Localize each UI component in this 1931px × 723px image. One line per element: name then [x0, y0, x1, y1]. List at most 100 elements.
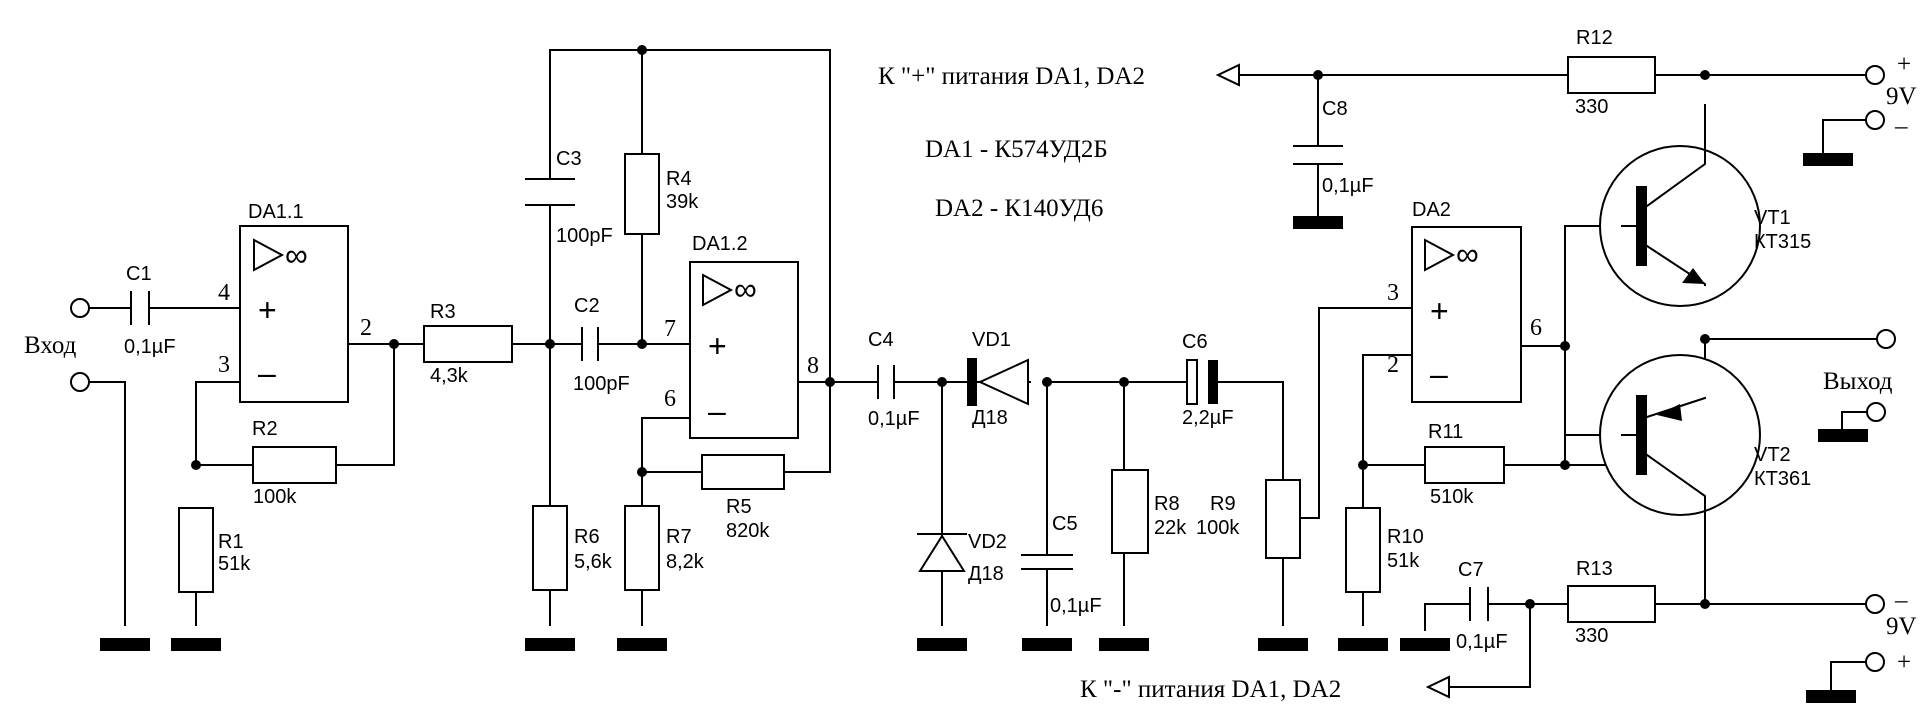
da2-type-note: DA2 - К140УД6: [935, 195, 1103, 222]
r8-ref: R8: [1154, 493, 1180, 515]
c7-ref: C7: [1458, 559, 1484, 581]
c3-value: 100pF: [556, 225, 613, 247]
junction-dot: [937, 377, 947, 387]
opamp-da2-inf-icon: ∞: [1456, 236, 1479, 272]
supply-top-minus-sign: –: [1894, 113, 1908, 140]
capacitor-c6-plate-negative: [1208, 360, 1218, 404]
r9-value: 100k: [1196, 517, 1240, 539]
resistor-r1: [178, 507, 214, 593]
junction-dot: [637, 45, 647, 55]
r8-value: 22k: [1154, 517, 1187, 539]
ground-bar: [1818, 429, 1868, 442]
junction-dot: [637, 467, 647, 477]
capacitor-c8: [1293, 145, 1343, 165]
resistor-r2: [252, 446, 337, 484]
ground-bar: [617, 638, 667, 651]
output-ground-terminal[interactable]: [1866, 402, 1886, 422]
c2-value: 100pF: [573, 373, 630, 395]
opamp-da1-1-pin-out: 2: [360, 315, 372, 341]
junction-dot: [1042, 377, 1052, 387]
ground-bar: [1099, 638, 1149, 651]
junction-dot: [1313, 70, 1323, 80]
r5-ref: R5: [726, 496, 752, 518]
capacitor-c6-plate: [1186, 359, 1198, 405]
input-terminal[interactable]: [70, 298, 90, 318]
resistor-r11: [1424, 446, 1505, 484]
r6-ref: R6: [574, 526, 600, 548]
ground-bar: [171, 638, 221, 651]
r4-value: 39k: [666, 191, 699, 213]
r1-value: 51k: [218, 553, 251, 575]
supply-voltage-top: 9V: [1886, 83, 1917, 110]
resistor-r6: [532, 505, 568, 591]
opamp-da2-pin-minus: 2: [1387, 352, 1399, 378]
c7-value: 0,1µF: [1456, 631, 1508, 653]
opamp-da2-pin-out: 6: [1530, 315, 1542, 341]
r1-ref: R1: [218, 531, 244, 553]
capacitor-c3: [525, 178, 575, 206]
opamp-da1-2-plus-sign: +: [708, 328, 727, 364]
diode-vd2: [918, 534, 966, 572]
transistor-vt1-emitter-arrow: [1682, 268, 1705, 284]
transistor-vt1-base-bar: [1636, 186, 1647, 266]
r13-ref: R13: [1576, 558, 1613, 580]
supply-minus-terminal-top[interactable]: [1865, 110, 1885, 130]
c6-value: 2,2µF: [1182, 407, 1234, 429]
supply-plus-terminal-top[interactable]: [1865, 65, 1885, 85]
resistor-r9: [1265, 479, 1301, 559]
r3-value: 4,3k: [430, 365, 469, 387]
supply-plus-terminal-bottom[interactable]: [1865, 652, 1885, 672]
r13-value: 330: [1575, 625, 1608, 647]
r12-value: 330: [1575, 96, 1608, 118]
opamp-da1-2-pin-minus: 6: [664, 386, 676, 412]
opamp-da1-1-minus-sign: –: [258, 355, 276, 391]
r10-value: 51k: [1387, 550, 1420, 572]
c5-ref: C5: [1052, 513, 1078, 535]
capacitor-c1: [130, 291, 150, 325]
r5-value: 820k: [726, 520, 770, 542]
supply-bottom-plus-sign: +: [1897, 649, 1911, 676]
opamp-da2-minus-sign: –: [1430, 356, 1448, 392]
r6-value: 5,6k: [574, 551, 613, 573]
ground-bar: [1022, 638, 1072, 651]
input-ground-terminal[interactable]: [70, 372, 90, 392]
r7-value: 8,2k: [666, 551, 705, 573]
capacitor-c2: [581, 327, 599, 361]
supply-minus-terminal-bottom[interactable]: [1865, 594, 1885, 614]
c2-ref: C2: [574, 295, 600, 317]
vt1-value: КТ315: [1754, 231, 1811, 253]
resistor-r12: [1567, 56, 1656, 94]
c1-value: 0,1µF: [124, 336, 176, 358]
transistor-vt2-emitter-arrow: [1657, 404, 1682, 421]
capacitor-c7: [1469, 587, 1489, 621]
da1-type-note: DA1 - К574УД2Б: [925, 136, 1108, 163]
vd2-value: Д18: [968, 563, 1004, 585]
diodes: [917, 358, 1029, 572]
c4-ref: C4: [868, 329, 894, 351]
opamp-da1-2-triangle-icon: [702, 273, 734, 307]
junction-dot: [1525, 599, 1535, 609]
r2-ref: R2: [252, 418, 278, 440]
ground-bar: [1803, 153, 1853, 166]
junction-dot: [1700, 599, 1710, 609]
output-label: Выход: [1823, 368, 1893, 395]
opamp-da1-2-inf-icon: ∞: [734, 271, 757, 307]
ground-bar: [1258, 638, 1308, 651]
opamp-da2-plus-sign: +: [1430, 293, 1449, 329]
resistor-r4: [624, 153, 660, 235]
junction-dot: [1700, 334, 1710, 344]
r7-ref: R7: [666, 526, 692, 548]
c8-value: 0,1µF: [1322, 175, 1374, 197]
vt1-ref: VT1: [1754, 207, 1791, 229]
supply-voltage-bottom: 9V: [1886, 613, 1917, 640]
ground-bar: [1293, 216, 1343, 229]
transistor-vt1: [1599, 104, 1761, 307]
r2-value: 100k: [253, 486, 297, 508]
c5-value: 0,1µF: [1050, 595, 1102, 617]
opamp-da1-2-pin-out: 8: [807, 353, 819, 379]
input-label: Вход: [24, 332, 77, 359]
r9-ref: R9: [1210, 493, 1236, 515]
diode-vd1: [977, 358, 1029, 406]
output-terminal[interactable]: [1876, 329, 1896, 349]
c8-ref: C8: [1322, 98, 1348, 120]
